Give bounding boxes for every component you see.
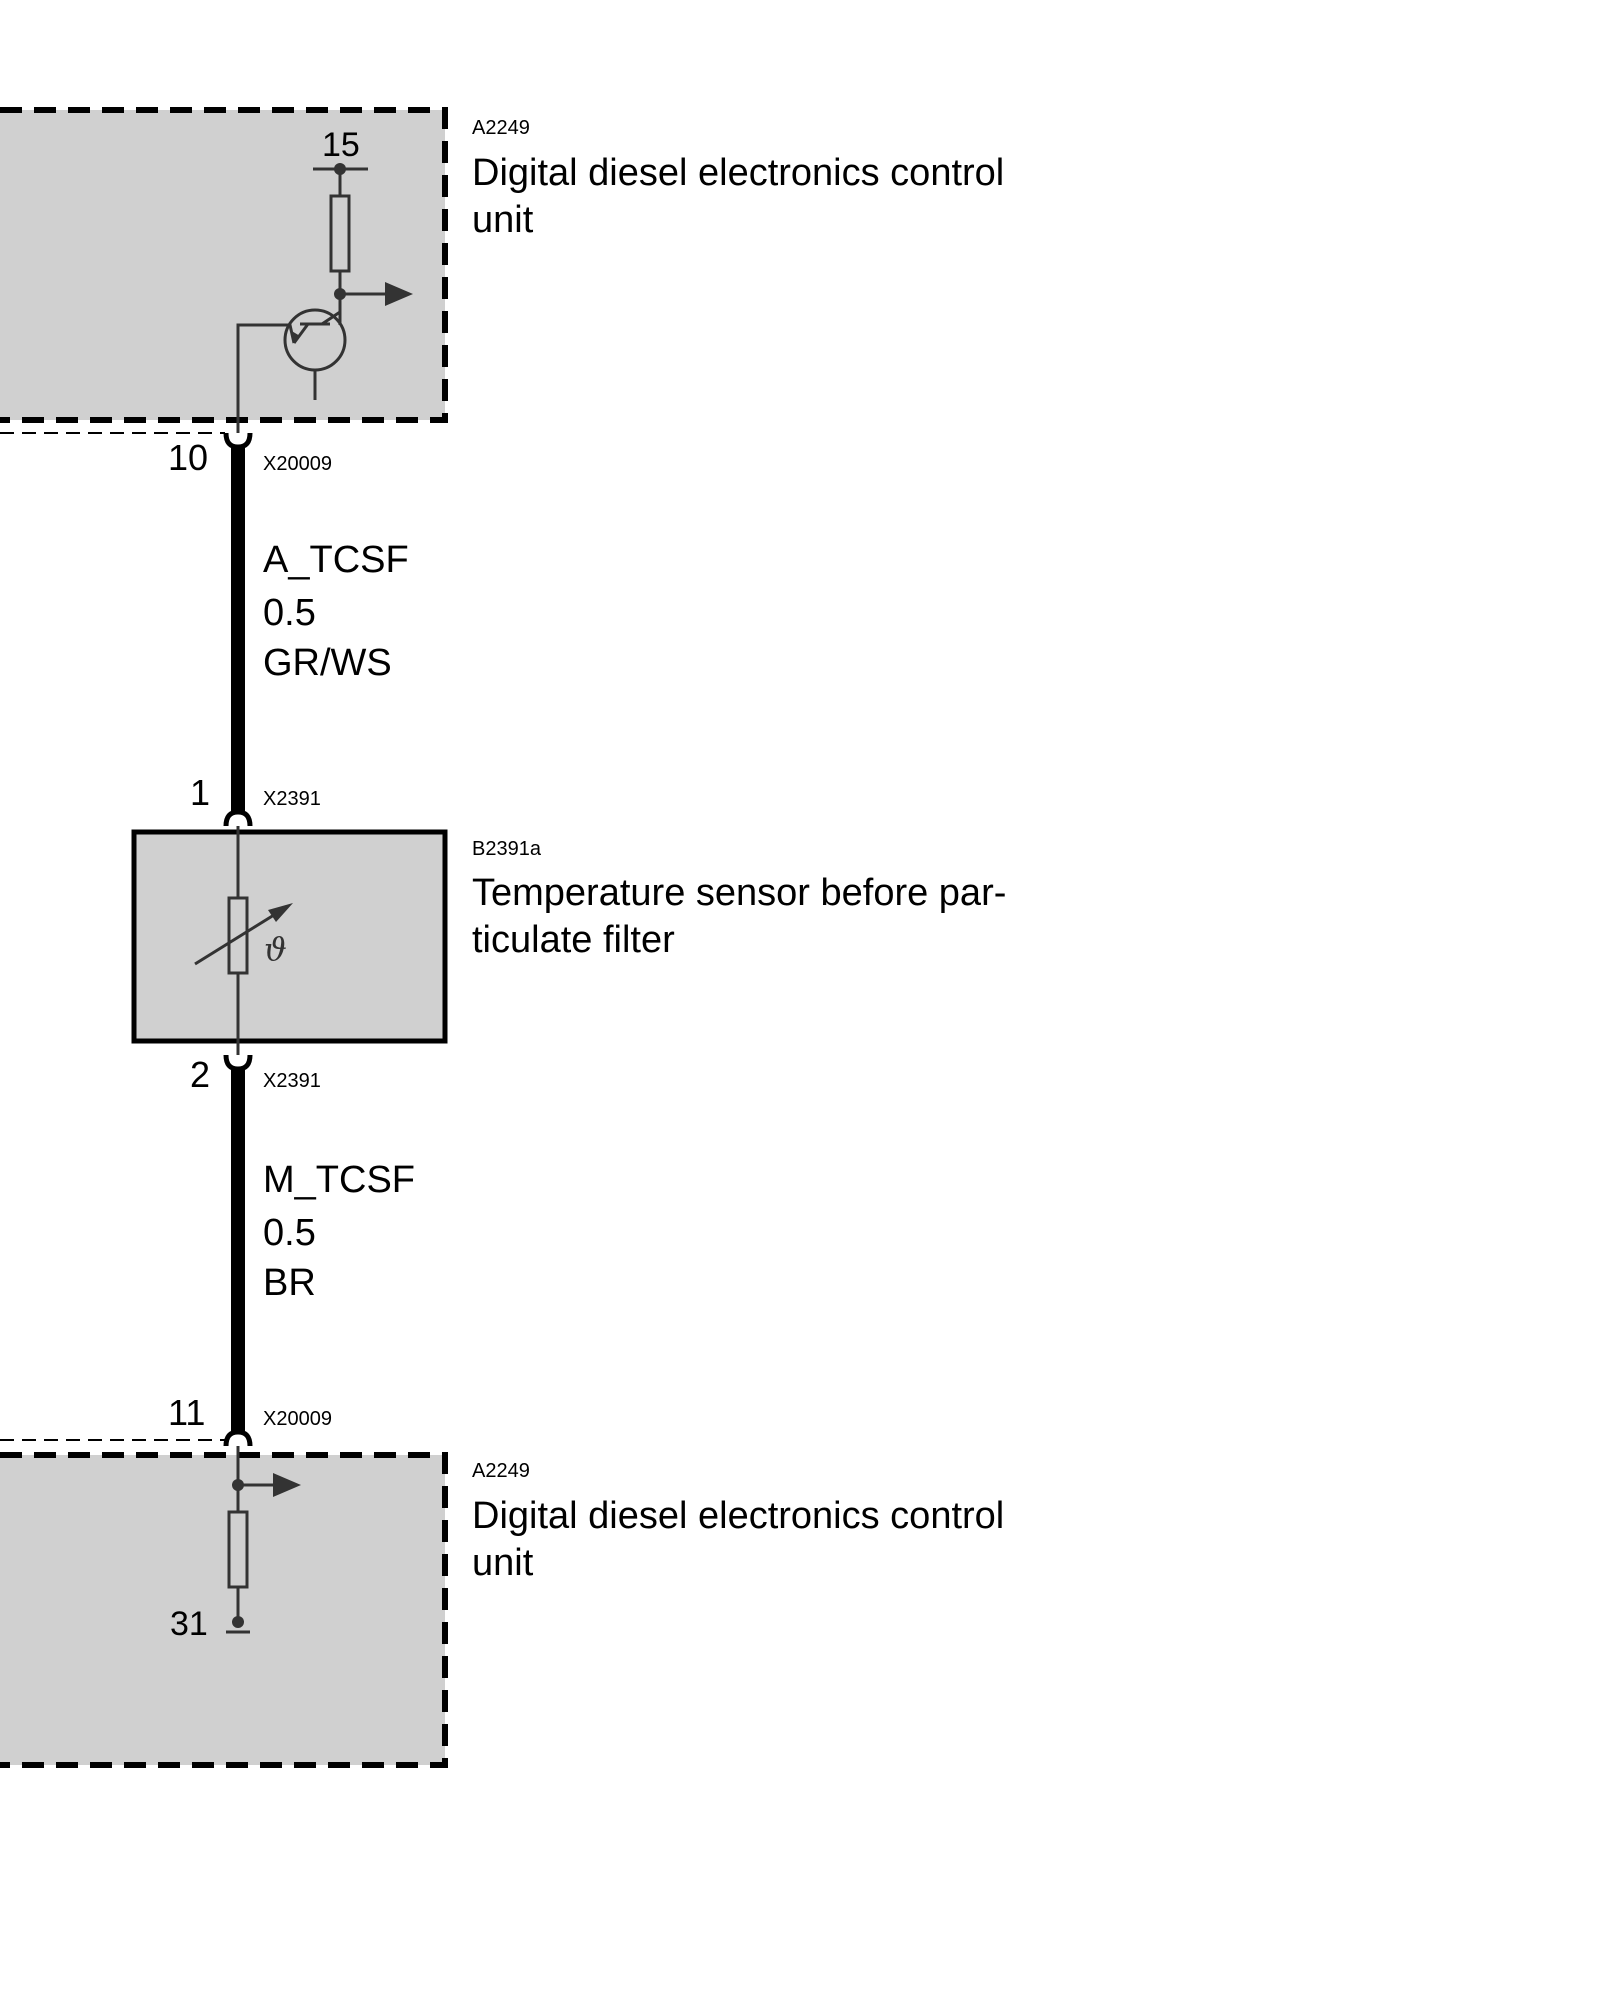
connector-socket-icon	[223, 432, 253, 450]
wire-a-tcsf-color: GR/WS	[263, 642, 392, 684]
connector-pin-2: 2	[190, 1054, 210, 1095]
connector-socket-icon	[223, 1054, 253, 1072]
connector-id-x20009-top: X20009	[263, 453, 332, 475]
ecu-bottom-id: A2249	[472, 1460, 530, 1482]
connector-id-x2391-top: X2391	[263, 788, 321, 810]
connector-socket-icon	[223, 809, 253, 827]
temperature-symbol: ϑ	[264, 930, 287, 968]
connector-pin-1: 1	[190, 772, 210, 813]
connector-pin-10: 10	[168, 437, 208, 478]
sensor-id: B2391a	[472, 838, 542, 860]
junction-dot	[232, 1479, 244, 1491]
ground-terminal-label: 31	[170, 1605, 208, 1643]
sensor-name-line2: ticulate filter	[472, 919, 675, 961]
ecu-top-name-line2: unit	[472, 199, 534, 241]
sensor-name-line1: Temperature sensor before par-	[472, 872, 1006, 914]
wire-a-tcsf-signal: A_TCSF	[263, 539, 409, 581]
supply-terminal-label: 15	[322, 126, 360, 164]
ecu-top-id: A2249	[472, 117, 530, 139]
connector-id-x2391-bottom: X2391	[263, 1070, 321, 1092]
ecu-bottom-name-line1: Digital diesel electronics control	[472, 1495, 1004, 1537]
junction-dot	[334, 163, 346, 175]
ecu-bottom-box	[0, 1452, 448, 1768]
wire-a-tcsf-gauge: 0.5	[263, 592, 316, 634]
ecu-top-name-line1: Digital diesel electronics control	[472, 152, 1004, 194]
wire-m-tcsf-color: BR	[263, 1262, 316, 1304]
sensor-box	[131, 829, 448, 1044]
connector-id-x20009-bottom: X20009	[263, 1408, 332, 1430]
ecu-bottom-name-line2: unit	[472, 1542, 534, 1584]
transistor-emitter-arrow-icon	[290, 330, 300, 343]
connector-pin-11: 11	[168, 1392, 205, 1433]
thermistor-symbol	[194, 826, 283, 1055]
variable-arrow-icon	[268, 903, 293, 922]
output-arrow-icon	[385, 282, 413, 306]
wire-m-tcsf-signal: M_TCSF	[263, 1159, 415, 1201]
output-arrow-icon	[273, 1473, 301, 1497]
wire-m-tcsf-gauge: 0.5	[263, 1212, 316, 1254]
connector-socket-icon	[223, 1429, 253, 1447]
junction-dot	[232, 1616, 244, 1628]
ecu-top-box	[0, 107, 448, 423]
